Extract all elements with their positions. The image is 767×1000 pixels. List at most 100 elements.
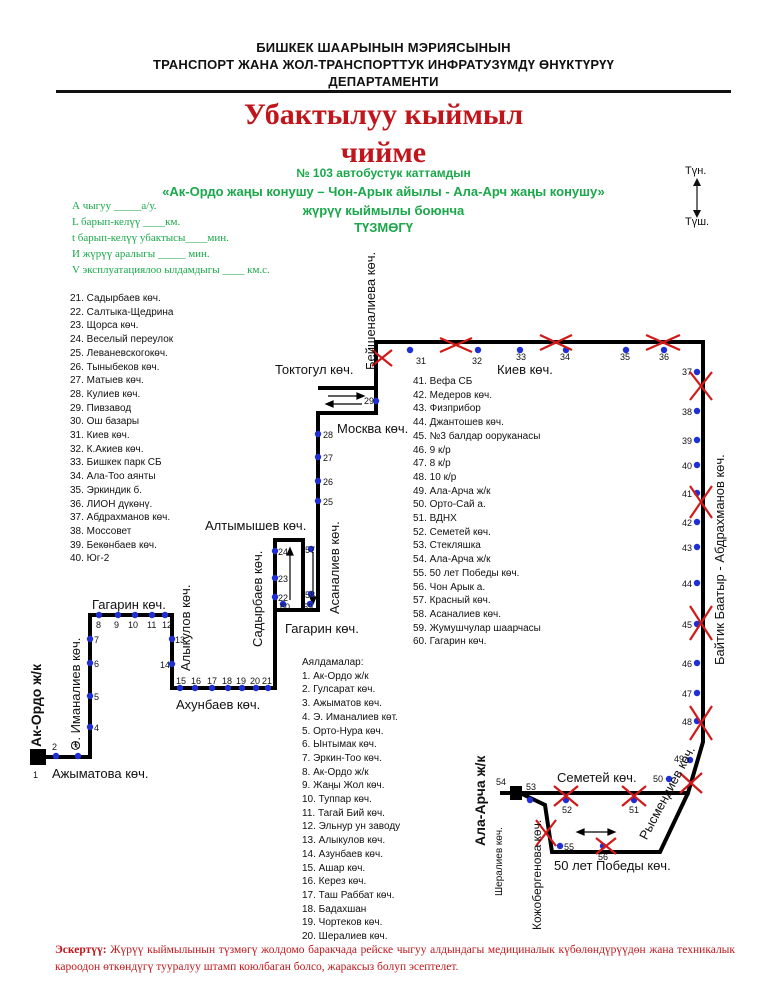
stop-number: 13 (175, 635, 185, 645)
list-item: 47. 8 к/р (413, 458, 451, 470)
stop-dot-35 (622, 346, 630, 354)
stop-dot-40 (693, 461, 701, 469)
cancel-mark-icon (539, 334, 573, 351)
stop-number: 56 (598, 852, 608, 862)
stop-number: 27 (323, 453, 333, 463)
stop-dot-59 (306, 600, 314, 608)
header-rule (56, 90, 731, 93)
stop-dot-15 (176, 684, 184, 692)
stop-number: 18 (222, 676, 232, 686)
stop-number: 25 (323, 497, 333, 507)
list-item: 50. Орто-Сай а. (413, 499, 486, 511)
list-item: 19. Чортеков көч. (302, 917, 383, 929)
list-item: 4. Э. Иманалиев көт. (302, 711, 398, 723)
stop-dot-8 (95, 611, 103, 619)
list-item: 20. Шералиев көч. (302, 931, 388, 943)
stop-number: 19 (236, 676, 246, 686)
stop-number: 22 (278, 593, 288, 603)
stops-list-41-60: 41. Вефа СБ 42. Медеров көч. 43. Физприб… (413, 375, 541, 649)
stop-dot-50 (665, 775, 673, 783)
stop-dot-57 (307, 545, 315, 553)
stop-number: 17 (207, 676, 217, 686)
street-imanaliev: Э. Иманалиев көч. (68, 637, 83, 750)
stop-dot-23 (271, 574, 279, 582)
list-item: 16. Керез көч. (302, 876, 367, 888)
stop-number: 47 (682, 689, 692, 699)
stop-number: 3 (73, 742, 78, 752)
compass-south: Түш. (685, 216, 710, 228)
stop-dot-46 (693, 659, 701, 667)
street-pobedy: 50 лет Победы көч. (554, 858, 671, 873)
stop-number: 16 (191, 676, 201, 686)
arrow-head-icon (286, 546, 294, 556)
cancel-mark-icon (689, 605, 713, 641)
stop-number: 33 (516, 352, 526, 362)
list-item: 46. 9 к/р (413, 444, 451, 456)
stop-number: 1 (33, 770, 38, 780)
compass-arrow-icon (693, 178, 701, 218)
list-item: 9. Жаңы Жол көч. (302, 780, 385, 792)
list-item: 45. №3 балдар ооруканасы (413, 430, 541, 442)
arrow-head-icon (356, 392, 366, 400)
list-item: 41. Вефа СБ (413, 376, 473, 387)
list-item: 3. Ажыматов көч. (302, 698, 382, 710)
stop-dot-55 (556, 842, 564, 850)
stop-number: 45 (682, 620, 692, 630)
footnote: Эскертүү: Жүрүү кыймылынын түзмөгү жолдо… (55, 942, 735, 976)
stop-dot-42 (693, 518, 701, 526)
stop-dot-17 (208, 684, 216, 692)
stop-dot-16 (191, 684, 199, 692)
stop-number: 53 (526, 782, 536, 792)
stop-number: 36 (659, 352, 669, 362)
list-item: 1. Ак-Ордо ж/к (302, 670, 369, 682)
stop-number: 28 (323, 430, 333, 440)
param-t: t барып-келүү убактысы____мин. (72, 232, 229, 244)
stop-dot-12 (161, 611, 169, 619)
list-item: 15. Ашар көч. (302, 862, 366, 874)
arrow-head-icon (607, 828, 617, 836)
list-item: 18. Бадахшан (302, 903, 367, 915)
cancel-mark-icon (645, 333, 681, 352)
list-item: 33. Бишкек парк СБ (70, 457, 162, 469)
street-semetei: Семетей көч. (557, 770, 637, 785)
stop-dot-25 (314, 497, 322, 505)
street-beishenalieva: Бейшеналиева көч. (363, 251, 378, 370)
stop-number: 59 (303, 602, 313, 612)
stop-number: 2 (52, 742, 57, 752)
stop-number: 35 (620, 352, 630, 362)
stop-dot-3 (74, 752, 82, 760)
street-azhymatova: Ажыматова көч. (52, 766, 149, 781)
list-item: 11. Тагай Бий көч. (302, 807, 385, 819)
stop-dot-9 (114, 611, 122, 619)
stop-number: 14 (160, 660, 170, 670)
stop-dot-5 (86, 692, 94, 700)
arrow-head-icon (575, 828, 585, 836)
stops-heading: Аялдамалар: (302, 657, 364, 668)
stop-dot-19 (238, 684, 246, 692)
stop-dot-29 (372, 397, 380, 405)
stop-number: 43 (682, 543, 692, 553)
stop-dot-33 (516, 346, 524, 354)
list-item: 7. Эркин-Тоо көч. (302, 752, 382, 764)
list-item: 13. Алыкулов көч. (302, 835, 386, 847)
stop-dot-43 (693, 543, 701, 551)
stop-number: 40 (682, 461, 692, 471)
stop-number: 32 (472, 356, 482, 366)
list-item: 26. Тыныбеков көч. (70, 361, 160, 373)
stop-number: 54 (496, 777, 506, 787)
stop-number: 38 (682, 407, 692, 417)
cancel-mark-icon (689, 705, 713, 741)
stop-number: 60 (280, 602, 290, 612)
list-item: 57. Красный көч. (413, 595, 491, 607)
list-item: 44. Джантошев көч. (413, 417, 504, 429)
list-item: 35. Эркиндик б. (70, 484, 142, 496)
stop-dot-31 (406, 346, 414, 354)
stop-dot-18 (224, 684, 232, 692)
stop-number: 15 (176, 676, 186, 686)
route-line (42, 340, 705, 795)
list-item: 55. 50 лет Победы көч. (413, 567, 520, 579)
stop-dot-21 (264, 684, 272, 692)
stop-number: 8 (96, 620, 101, 630)
stop-dot-44 (693, 579, 701, 587)
